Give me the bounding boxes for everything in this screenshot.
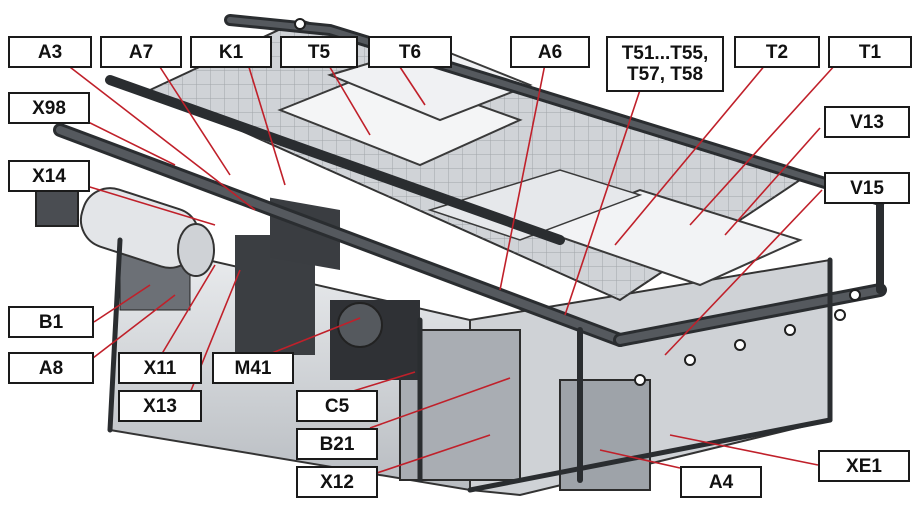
label-k1: K1	[190, 36, 272, 68]
leader-line-a8	[79, 294, 176, 369]
leader-line-t51	[564, 89, 641, 316]
leader-line-t1	[689, 63, 837, 226]
leader-line-m41	[261, 317, 361, 358]
label-a6: A6	[510, 36, 590, 68]
label-t6: T6	[368, 36, 452, 68]
leader-line-k1	[247, 63, 286, 186]
label-a8: A8	[8, 352, 94, 384]
leader-line-a4	[599, 449, 681, 469]
label-x98: X98	[8, 92, 90, 124]
leader-line-x11	[159, 264, 216, 358]
label-m41: M41	[212, 352, 294, 384]
leader-line-a7	[157, 63, 231, 176]
label-x11: X11	[118, 352, 202, 384]
label-v13: V13	[824, 106, 910, 138]
label-a3: A3	[8, 36, 92, 68]
label-x13: X13	[118, 390, 202, 422]
label-a4: A4	[680, 466, 762, 498]
label-x12: X12	[296, 466, 378, 498]
label-t1: T1	[828, 36, 912, 68]
leader-line-a3	[65, 63, 256, 211]
leader-line-xe1	[669, 434, 819, 466]
label-b1: B1	[8, 306, 94, 338]
leader-line-b1	[93, 284, 151, 323]
leader-line-v13	[724, 127, 821, 236]
label-v15: V15	[824, 172, 910, 204]
label-xe1: XE1	[818, 450, 910, 482]
leader-line-b21	[369, 377, 511, 429]
leader-line-t5	[327, 63, 371, 136]
label-a7: A7	[100, 36, 182, 68]
leader-line-c5	[349, 371, 416, 393]
rail-holes	[294, 18, 861, 386]
label-x14: X14	[8, 160, 90, 192]
leader-line-x12	[361, 434, 491, 479]
motor-cylinder	[35, 187, 215, 277]
leader-line-a6	[499, 63, 546, 291]
label-t2: T2	[734, 36, 820, 68]
label-c5: C5	[296, 390, 378, 422]
leader-line-t6	[397, 63, 426, 106]
label-t5: T5	[280, 36, 358, 68]
label-b21: B21	[296, 428, 378, 460]
leader-line-x14	[79, 183, 216, 226]
label-t51-t58: T51...T55, T57, T58	[606, 36, 724, 92]
leader-line-v15	[664, 189, 823, 356]
leader-line-t2	[614, 63, 767, 246]
